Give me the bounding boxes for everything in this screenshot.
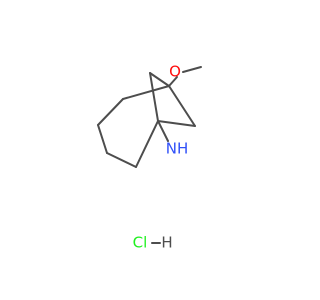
bond-bridge-top [149, 72, 159, 122]
hydrogen-label: H [161, 234, 172, 252]
molecule-drawing: O NH Cl H [97, 63, 202, 252]
bond-o-to-methyl [182, 66, 202, 73]
bond-ring-bottom [106, 152, 137, 168]
bond-bridgehead-to-methoxy-o [168, 76, 178, 87]
bond-ring-left-upper [97, 98, 124, 126]
bond-ring-to-c1 [135, 120, 159, 168]
chlorine-label: Cl [133, 234, 148, 252]
bond-bridgehead-to-ring-1 [149, 72, 170, 87]
bond-ring-right-to-c1 [157, 120, 196, 127]
oxygen-label: O [169, 63, 181, 81]
bond-ring-upper-left [122, 85, 170, 100]
bond-bridgehead-to-ring-right [168, 85, 196, 127]
amine-label: NH [166, 140, 189, 158]
bond-c1-to-n [157, 120, 169, 142]
structure-diagram: O NH Cl H [97, 62, 202, 252]
bond-ring-left-lower [97, 124, 108, 154]
